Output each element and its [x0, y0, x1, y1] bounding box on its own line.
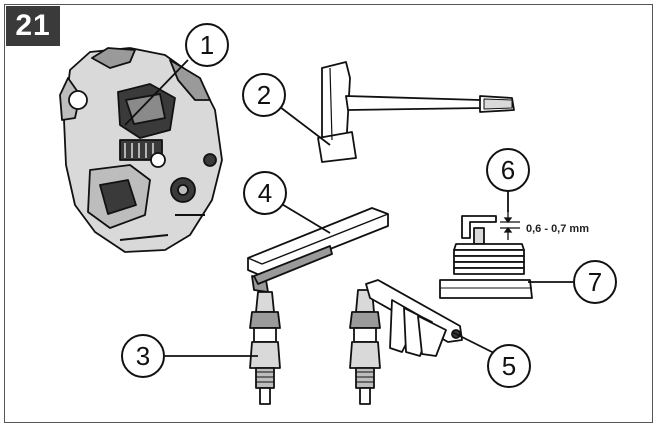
blower-engine-illustration [60, 48, 222, 252]
callout-1-label: 1 [200, 30, 214, 60]
leader-line-5 [452, 332, 498, 355]
gap-dimension-marks [500, 210, 520, 240]
callout-5-label: 5 [502, 351, 516, 381]
gap-measurement-label: 0,6 - 0,7 mm [526, 223, 589, 235]
spark-plug-brushed-illustration [250, 292, 280, 404]
cleaning-brush-illustration [248, 208, 388, 292]
callout-7-label: 7 [588, 267, 602, 297]
callout-3: 3 [122, 335, 164, 377]
callout-6-label: 6 [501, 155, 515, 185]
callout-4-label: 4 [258, 178, 272, 208]
callout-7: 7 [574, 261, 616, 303]
callout-6: 6 [487, 149, 529, 191]
callout-3-label: 3 [136, 341, 150, 371]
callout-1: 1 [186, 24, 228, 66]
callout-5: 5 [488, 345, 530, 387]
leader-line-4 [280, 203, 330, 233]
spark-plug-wrench-illustration [318, 62, 514, 162]
callout-2-label: 2 [257, 80, 271, 110]
callout-4: 4 [244, 172, 286, 214]
callout-2: 2 [243, 74, 285, 116]
